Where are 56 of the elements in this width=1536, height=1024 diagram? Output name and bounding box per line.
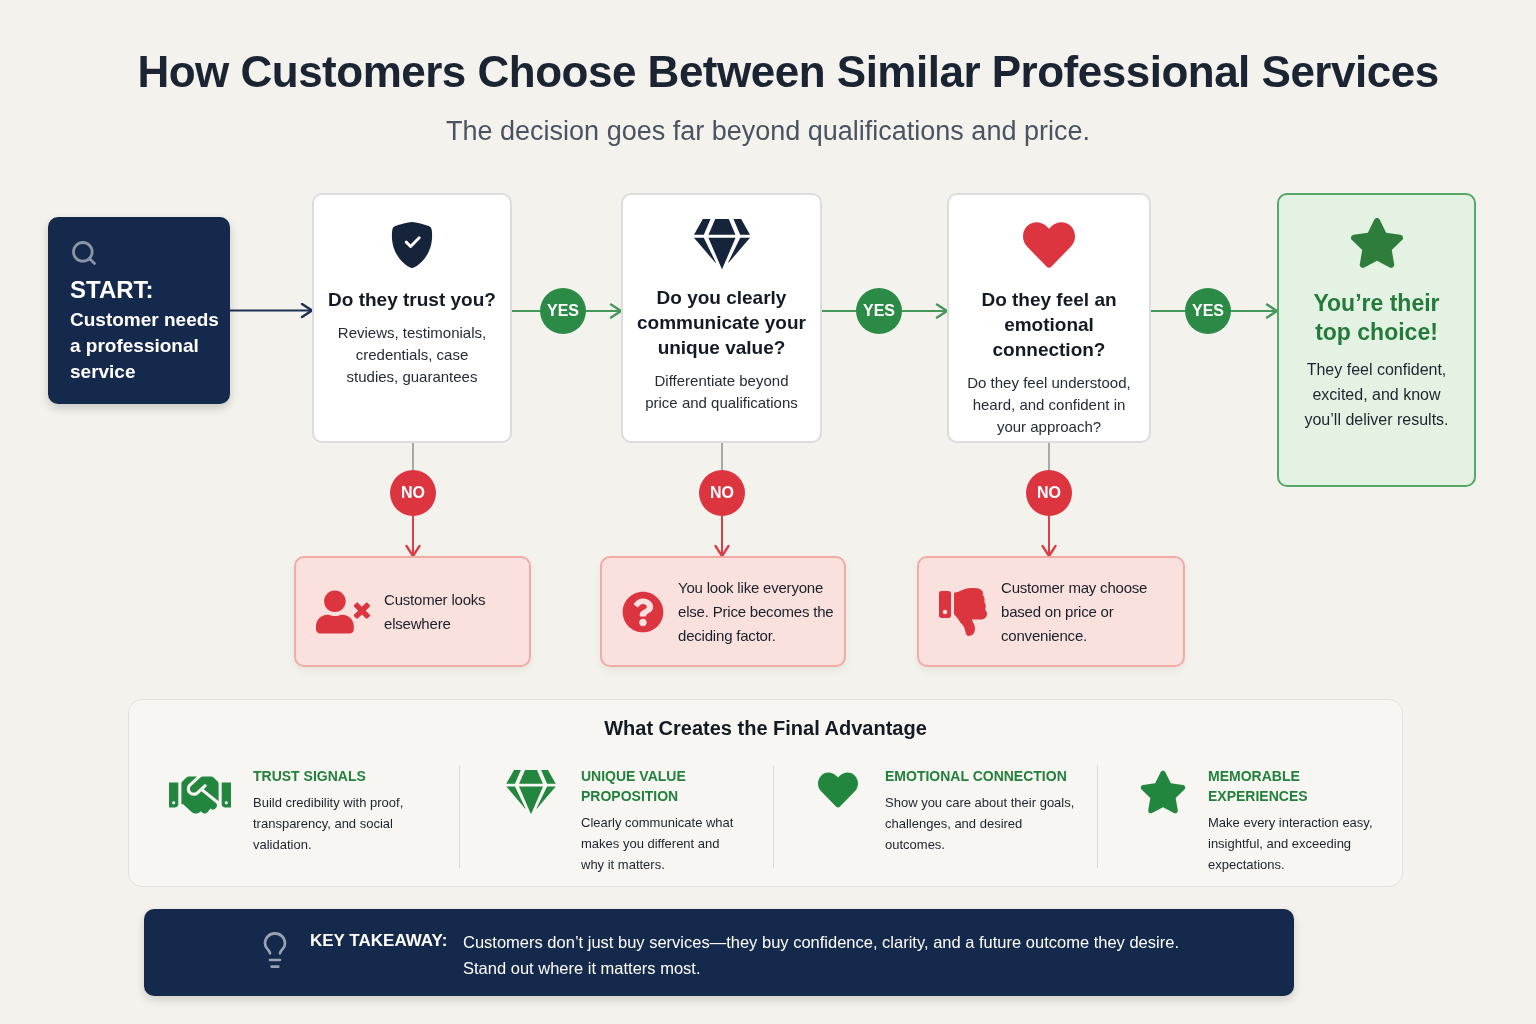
start-box	[48, 217, 230, 404]
arrow	[1041, 515, 1057, 558]
connector-line	[1048, 442, 1050, 471]
question-detail: Reviews, testimonials, credentials, case studies, guarantees	[336, 323, 488, 387]
outcome-text: Customer may choose based on price or convenience.	[1001, 577, 1149, 646]
result-text: They feel confident, excited, and know you’ll deliver results.	[1303, 360, 1450, 430]
arrow	[405, 515, 421, 558]
question-detail: Do they feel understood, heard, and confident in your approach?	[966, 373, 1132, 437]
question-text: Do they trust you?	[328, 288, 496, 312]
connector-line	[412, 442, 414, 471]
factor-text: Clearly communicate what makes you different and why it matters.	[581, 814, 735, 874]
factor-text: Make every interaction easy, insightful, and exceeding expectations.	[1208, 814, 1374, 874]
outcome-box	[600, 556, 846, 667]
takeaway-text: Stand out where it matters most.	[463, 958, 702, 979]
question-text: Do you clearly communicate your unique value?	[636, 286, 807, 360]
takeaway-text: Customers don’t just buy services—they buy confidence, clarity, and a future outcome they desire.	[463, 932, 1179, 953]
factor-title: UNIQUE VALUE PROPOSITION	[581, 767, 687, 806]
connector-line	[511, 310, 541, 312]
yes-marker: YES	[1185, 288, 1231, 334]
result-heading: You’re their top choice!	[1312, 289, 1441, 347]
result-box	[1277, 193, 1476, 487]
outcome-box	[294, 556, 531, 667]
no-marker: NO	[390, 470, 436, 516]
connector-line	[721, 442, 723, 471]
arrow	[585, 303, 623, 319]
question-box	[621, 193, 822, 443]
no-marker: NO	[1026, 470, 1072, 516]
question-box	[312, 193, 512, 443]
diagram-title: How Customers Choose Between Similar Professional Services	[137, 46, 1439, 98]
outcome-box	[917, 556, 1185, 667]
start-heading: START:	[70, 275, 154, 305]
factor-title: EMOTIONAL CONNECTION	[885, 767, 1068, 786]
outcome-text: You look like everyone else. Price becomes the deciding factor.	[678, 577, 835, 646]
factor-text: Build credibility with proof, transparency, and social validation.	[253, 794, 405, 854]
factor-text: Show you care about their goals, challenges, and desired outcomes.	[885, 794, 1076, 854]
factor-title: TRUST SIGNALS	[253, 767, 367, 786]
panel-heading: What Creates the Final Advantage	[604, 716, 927, 741]
arrow	[229, 302, 314, 319]
advantage-panel	[128, 699, 1403, 887]
question-detail: Differentiate beyond price and qualifications	[644, 371, 799, 413]
connector-line	[821, 310, 857, 312]
takeaway-label: KEY TAKEAWAY:	[310, 930, 448, 952]
outcome-text: Customer looks elsewhere	[384, 589, 487, 634]
subtitle: The decision goes far beyond qualifications and price.	[446, 115, 1090, 148]
arrow	[714, 515, 730, 558]
yes-marker: YES	[856, 288, 902, 334]
question-text: Do they feel an emotional connection?	[980, 288, 1118, 362]
arrow	[1230, 303, 1279, 319]
factor-title: MEMORABLE EXPERIENCES	[1208, 767, 1309, 806]
connector-line	[1150, 310, 1186, 312]
takeaway-banner	[144, 909, 1294, 996]
start-text: Customer needs a professional service	[70, 308, 220, 384]
arrow	[901, 303, 949, 319]
no-marker: NO	[699, 470, 745, 516]
question-box	[947, 193, 1151, 443]
yes-marker: YES	[540, 288, 586, 334]
